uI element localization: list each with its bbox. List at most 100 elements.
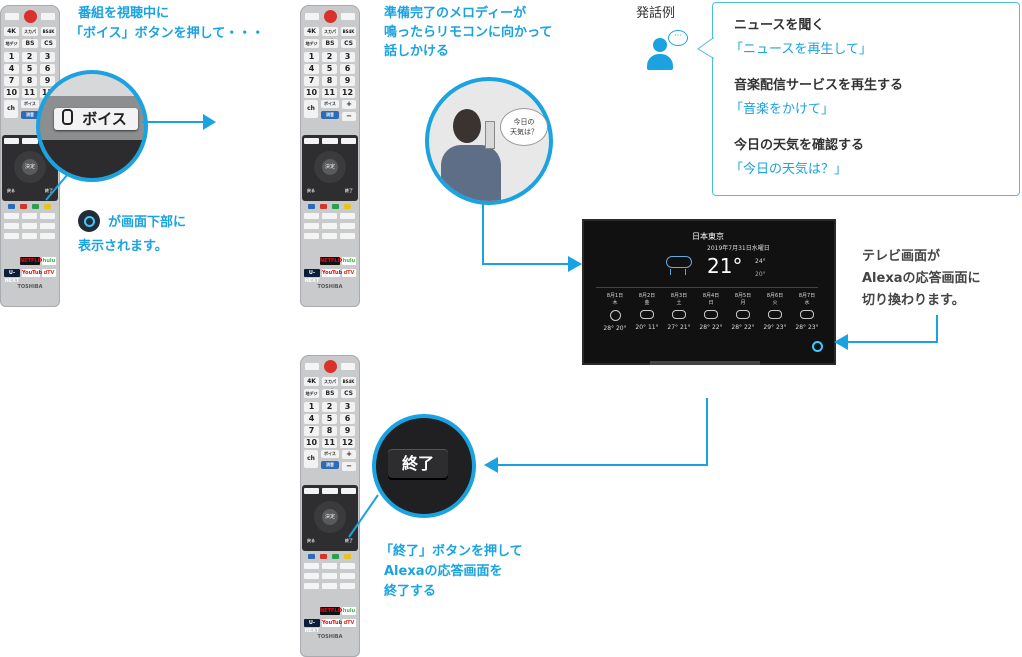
number-button[interactable]: 5 <box>22 64 37 74</box>
volume-up-button[interactable]: + <box>342 450 356 459</box>
4k-button[interactable]: 4K <box>304 27 319 36</box>
4k-button[interactable]: 4K <box>4 27 19 36</box>
power-button[interactable] <box>324 10 337 23</box>
power-button[interactable] <box>324 360 337 373</box>
mute-button[interactable]: 消音 <box>21 111 39 119</box>
color-button <box>20 204 27 209</box>
mute-button[interactable]: 消音 <box>321 461 339 469</box>
number-button[interactable]: 8 <box>22 76 37 86</box>
number-button[interactable]: 10 <box>304 88 319 98</box>
number-button[interactable]: 3 <box>340 402 355 412</box>
youtube-button: YouTube <box>322 619 346 627</box>
number-button[interactable]: 6 <box>40 64 55 74</box>
cs-button[interactable]: CS <box>341 389 356 398</box>
mute-button[interactable]: 消音 <box>321 111 339 119</box>
number-button[interactable]: 1 <box>304 52 319 62</box>
number-button[interactable]: 11 <box>322 438 337 448</box>
number-button[interactable]: 4 <box>4 64 19 74</box>
person-head <box>453 109 481 143</box>
end-button[interactable]: 終了 <box>342 187 356 194</box>
voice-button[interactable]: ボイス <box>54 108 138 130</box>
step1-text-line1: 番組を視聴中に <box>78 6 170 21</box>
power-button[interactable] <box>24 10 37 23</box>
back-button[interactable]: 戻る <box>304 537 318 544</box>
bs4k-button[interactable]: BS4K <box>341 377 356 386</box>
number-button[interactable]: 2 <box>22 52 37 62</box>
number-button[interactable]: 10 <box>304 438 319 448</box>
guide-button <box>341 363 355 370</box>
example-phrase-1: 「ニュースを再生して」 <box>730 42 872 57</box>
ch-up-button[interactable]: ch <box>304 100 318 118</box>
number-button[interactable]: 9 <box>340 76 355 86</box>
volume-up-button[interactable]: + <box>342 100 356 109</box>
number-button[interactable]: 5 <box>322 64 337 74</box>
number-button[interactable]: 12 <box>340 438 355 448</box>
cs-button[interactable]: CS <box>41 39 56 48</box>
number-button[interactable]: 5 <box>322 414 337 424</box>
bs-button[interactable]: BS <box>322 389 338 398</box>
number-button[interactable]: 1 <box>4 52 19 62</box>
number-button[interactable]: 7 <box>4 76 19 86</box>
number-button[interactable]: 11 <box>322 88 337 98</box>
voice-button[interactable]: ボイス <box>321 100 339 108</box>
number-button[interactable]: 4 <box>304 414 319 424</box>
terrestrial-button[interactable]: 地デジ <box>4 39 19 48</box>
number-button[interactable]: 6 <box>340 64 355 74</box>
bs-button[interactable]: BS <box>22 39 38 48</box>
forecast-low: 21° <box>679 324 691 331</box>
function-button <box>22 233 37 239</box>
number-button[interactable]: 4 <box>304 64 319 74</box>
number-button[interactable]: 7 <box>304 426 319 436</box>
forecast-date: 8月1日 <box>606 293 624 299</box>
function-button <box>340 213 355 219</box>
number-button[interactable]: 6 <box>340 414 355 424</box>
function-button <box>322 223 337 229</box>
number-button[interactable]: 11 <box>22 88 37 98</box>
end-button[interactable]: 終了 <box>342 537 356 544</box>
cs-button[interactable]: CS <box>341 39 356 48</box>
terrestrial-button[interactable]: 地デジ <box>304 39 319 48</box>
number-button[interactable]: 8 <box>322 426 337 436</box>
step1-text-line2: 「ボイス」ボタンを押して・・・ <box>70 26 265 41</box>
bs4k-button[interactable]: BS4K <box>341 27 356 36</box>
ch-up-button[interactable]: ch <box>304 450 318 468</box>
number-button[interactable]: 3 <box>340 52 355 62</box>
number-button[interactable]: 3 <box>40 52 55 62</box>
volume-down-button[interactable]: − <box>342 462 356 471</box>
ch-up-button[interactable]: ch <box>4 100 18 118</box>
ok-button[interactable]: 決定 <box>22 159 38 175</box>
step2-text-line3: 話しかける <box>384 44 450 59</box>
number-button[interactable]: 12 <box>340 88 355 98</box>
end-button[interactable]: 終了 <box>388 450 448 478</box>
number-button[interactable]: 1 <box>304 402 319 412</box>
bs4k-button[interactable]: BS4K <box>41 27 56 36</box>
function-button <box>322 233 337 239</box>
number-button[interactable]: 8 <box>322 76 337 86</box>
ok-button[interactable]: 決定 <box>322 509 338 525</box>
forecast-row: 8月1日 木 28° 20° 8月2日 金 20° 11° 8月3日 土 27°… <box>600 292 820 342</box>
voice-button[interactable]: ボイス <box>21 100 39 108</box>
number-button[interactable]: 9 <box>340 426 355 436</box>
voice-button[interactable]: ボイス <box>321 450 339 458</box>
number-button[interactable]: 7 <box>304 76 319 86</box>
number-button[interactable]: 2 <box>322 52 337 62</box>
forecast-day: 8月2日 金 20° 11° <box>632 292 662 331</box>
back-button[interactable]: 戻る <box>304 187 318 194</box>
back-button[interactable]: 戻る <box>4 187 18 194</box>
ok-button[interactable]: 決定 <box>322 159 338 175</box>
4k-button[interactable]: 4K <box>304 377 319 386</box>
alexa-note-line1: が画面下部に <box>108 215 187 230</box>
terrestrial-button[interactable]: 地デジ <box>304 389 319 398</box>
end-button[interactable]: 終了 <box>42 187 56 194</box>
bs-button[interactable]: BS <box>322 39 338 48</box>
dtv-button: dTV <box>42 269 56 277</box>
forecast-date: 8月3日 <box>670 293 688 299</box>
number-button[interactable]: 10 <box>4 88 19 98</box>
number-button[interactable]: 2 <box>322 402 337 412</box>
input-button <box>305 13 319 20</box>
volume-down-button[interactable]: − <box>342 112 356 121</box>
forecast-day: 8月1日 木 28° 20° <box>600 292 630 332</box>
